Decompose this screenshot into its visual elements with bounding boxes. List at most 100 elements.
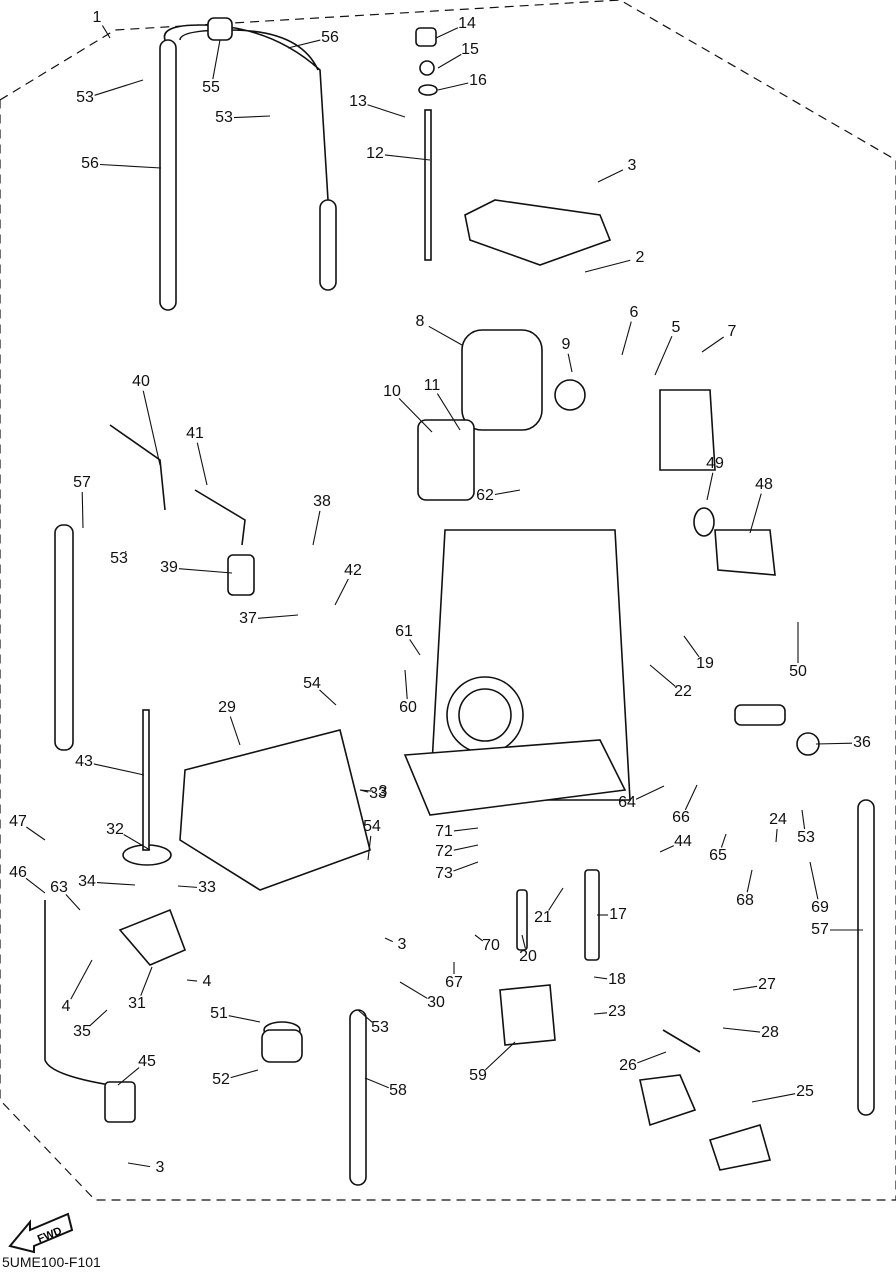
callout-label-67: 67 (445, 974, 463, 991)
knob-36 (796, 732, 820, 756)
throttle-stop-45 (104, 1081, 136, 1123)
callout-label-15: 15 (461, 41, 479, 58)
leader-line-47 (26, 826, 46, 841)
callout-label-54: 54 (303, 675, 321, 692)
leader-line-60 (404, 669, 408, 700)
callout-label-27: 27 (758, 976, 776, 993)
float-chamber-29 (179, 729, 371, 891)
body-flange (403, 739, 627, 816)
leader-line-36 (815, 742, 853, 745)
callout-label-25: 25 (796, 1083, 814, 1100)
callout-label-1: 1 (93, 9, 102, 26)
leader-line-49 (706, 472, 714, 501)
valve-39 (227, 554, 255, 596)
leader-line-44 (659, 845, 675, 853)
leader-line-73 (453, 861, 479, 872)
leader-line-46 (25, 877, 46, 894)
callout-label-70: 70 (482, 937, 500, 954)
leader-line-72 (453, 844, 479, 851)
leader-line-33 (177, 885, 198, 888)
callout-label-6: 6 (630, 304, 639, 321)
callout-label-10: 10 (383, 383, 401, 400)
leader-line-53 (801, 809, 806, 830)
leader-line-10 (398, 397, 433, 433)
callout-label-54: 54 (363, 818, 381, 835)
leader-line-13 (367, 104, 406, 118)
callout-label-51: 51 (210, 1005, 228, 1022)
leader-line-3 (384, 937, 393, 943)
callout-label-22: 22 (674, 683, 692, 700)
roller-9 (554, 379, 586, 411)
callout-label-21: 21 (534, 909, 552, 926)
callout-label-44: 44 (674, 833, 692, 850)
callout-label-26: 26 (619, 1057, 637, 1074)
callout-label-53: 53 (215, 109, 233, 126)
cap-25-lower (708, 1124, 772, 1171)
leader-line-16 (437, 82, 469, 91)
callout-label-4: 4 (203, 973, 212, 990)
leader-line-62 (494, 489, 521, 496)
callout-label-61: 61 (395, 623, 413, 640)
callout-label-47: 47 (9, 813, 27, 830)
callout-label-33: 33 (198, 879, 216, 896)
callout-label-56: 56 (81, 155, 99, 172)
callout-label-37: 37 (239, 610, 257, 627)
leader-line-52 (230, 1069, 259, 1079)
callout-label-36: 36 (853, 734, 871, 751)
callout-label-42: 42 (344, 562, 362, 579)
callout-label-63: 63 (50, 879, 68, 896)
leader-line-64 (635, 785, 665, 800)
leader-line-32 (123, 833, 151, 851)
callout-label-35: 35 (73, 1023, 91, 1040)
callout-label-56: 56 (321, 29, 339, 46)
callout-label-32: 32 (106, 821, 124, 838)
callout-label-3: 3 (628, 157, 637, 174)
link-lever-5-7 (659, 389, 716, 471)
callout-label-50: 50 (789, 663, 807, 680)
leader-line-33 (359, 789, 369, 793)
leader-line-3 (597, 169, 624, 183)
leader-line-34 (96, 882, 136, 886)
fwd-arrow-icon: FWD (8, 1212, 74, 1254)
callout-label-49: 49 (706, 455, 724, 472)
callout-label-39: 39 (160, 559, 178, 576)
leader-line-42 (334, 578, 349, 606)
callout-label-60: 60 (399, 699, 417, 716)
intake-bore-inner (458, 688, 512, 742)
leader-line-9 (567, 353, 573, 373)
hose-40 (109, 424, 166, 511)
leader-line-23 (593, 1012, 608, 1015)
leader-line-59 (484, 1041, 516, 1071)
plate-10 (417, 419, 475, 501)
leader-line-29 (229, 716, 241, 746)
callout-label-43: 43 (75, 753, 93, 770)
callout-label-28: 28 (761, 1024, 779, 1041)
leader-line-71 (453, 827, 479, 832)
leader-line-40 (142, 390, 161, 466)
hose-joint-55 (207, 17, 233, 41)
callout-label-12: 12 (366, 145, 384, 162)
leader-line-48 (749, 493, 762, 534)
callout-label-45: 45 (138, 1053, 156, 1070)
leader-line-1 (101, 25, 111, 39)
callout-label-13: 13 (349, 93, 367, 110)
leader-line-7 (701, 336, 724, 353)
hose-41 (194, 489, 246, 546)
cap-25-upper (639, 1074, 697, 1127)
callout-label-4: 4 (62, 998, 71, 1015)
callout-label-59: 59 (469, 1067, 487, 1084)
needle-jet-17 (584, 869, 600, 961)
callout-label-40: 40 (132, 373, 150, 390)
seal-49 (693, 507, 715, 537)
leader-line-11 (436, 393, 461, 431)
leader-line-54 (319, 689, 337, 706)
callout-label-72: 72 (435, 843, 453, 860)
callout-label-57: 57 (73, 474, 91, 491)
leader-line-21 (548, 887, 564, 911)
leader-line-53 (233, 115, 271, 119)
leader-line-26 (637, 1051, 667, 1064)
callout-label-3: 3 (398, 936, 407, 953)
callout-label-30: 30 (427, 994, 445, 1011)
